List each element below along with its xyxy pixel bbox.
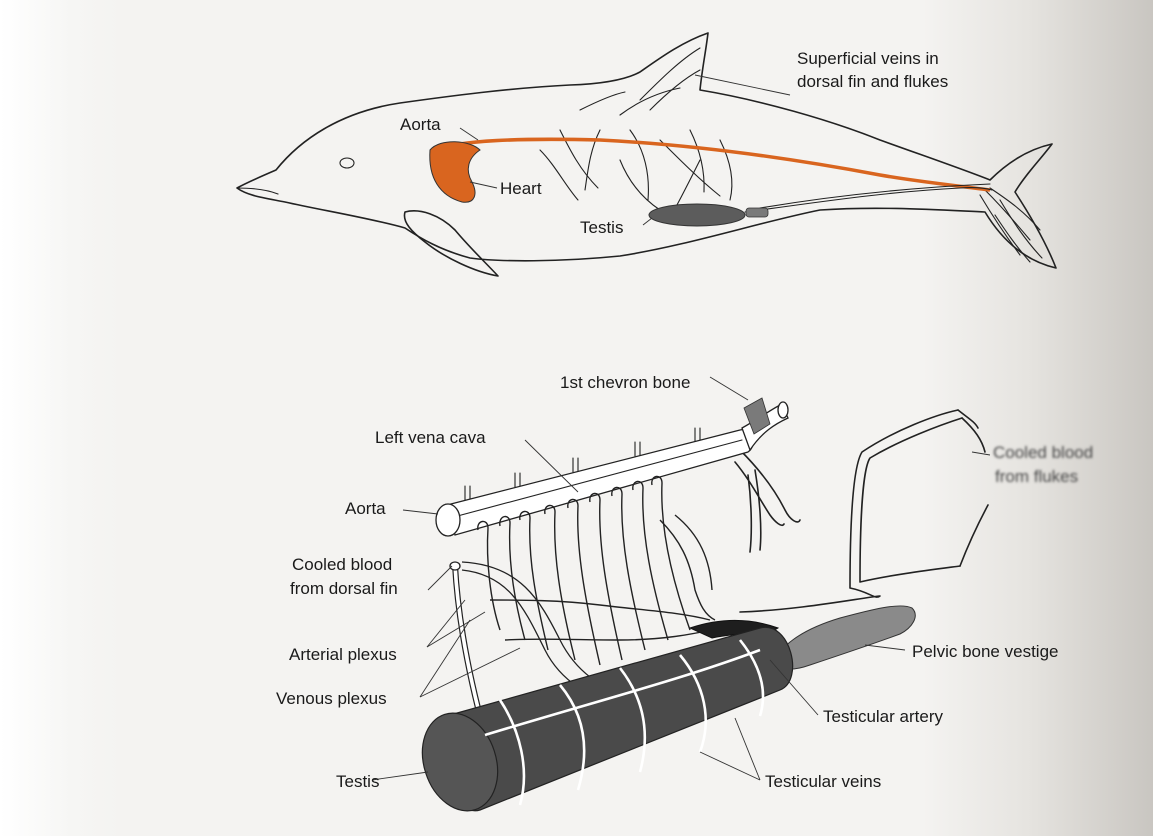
label-cooled-flukes-1: Cooled blood <box>993 443 1093 462</box>
vena-cava-line <box>450 440 742 518</box>
fluke-return-vessel <box>740 410 962 612</box>
aorta-leader-top <box>460 128 478 140</box>
label-testis-top: Testis <box>580 218 623 237</box>
testis-vein-2 <box>760 184 990 208</box>
label-testicular-artery: Testicular artery <box>823 707 943 726</box>
label-pelvic-bone: Pelvic bone vestige <box>912 642 1058 661</box>
label-superficial-veins-2: dorsal fin and flukes <box>797 72 948 91</box>
dolphin-testis <box>649 204 745 226</box>
caudal-vessel-end <box>778 402 788 418</box>
label-heart: Heart <box>500 179 542 198</box>
plexus-illustration: 1st chevron bone Left vena cava Cooled b… <box>276 373 1093 821</box>
label-superficial-veins-1: Superficial veins in <box>797 49 939 68</box>
label-testis-bottom: Testis <box>336 772 379 791</box>
pelvic-bone-vestige <box>778 606 915 669</box>
label-aorta-bottom: Aorta <box>345 499 386 518</box>
dolphin-heart <box>430 142 480 203</box>
fluke-return-lower <box>960 505 988 566</box>
label-venous-plexus: Venous plexus <box>276 689 387 708</box>
label-testicular-veins: Testicular veins <box>765 772 881 791</box>
aorta-cut-end <box>436 504 460 536</box>
label-cooled-dorsal-2: from dorsal fin <box>290 579 398 598</box>
label-cooled-flukes-2: from flukes <box>995 467 1078 486</box>
testis-leader-top <box>643 218 652 225</box>
fluke-veins <box>980 188 1042 262</box>
label-left-vena-cava: Left vena cava <box>375 428 486 447</box>
dolphin-pelvic-stub <box>746 208 768 217</box>
dolphin-body-outline <box>237 33 1056 268</box>
dorsal-fin-veins <box>540 48 732 214</box>
label-cooled-dorsal-1: Cooled blood <box>292 555 392 574</box>
label-arterial-plexus: Arterial plexus <box>289 645 397 664</box>
label-aorta-top: Aorta <box>400 115 441 134</box>
dolphin-illustration: Superficial veins in dorsal fin and fluk… <box>237 33 1056 276</box>
fluke-return-vessel-end <box>958 410 985 452</box>
dolphin-flipper <box>404 211 498 276</box>
caudal-branch <box>735 450 800 552</box>
dolphin-eye <box>340 158 354 168</box>
label-chevron-bone: 1st chevron bone <box>560 373 690 392</box>
